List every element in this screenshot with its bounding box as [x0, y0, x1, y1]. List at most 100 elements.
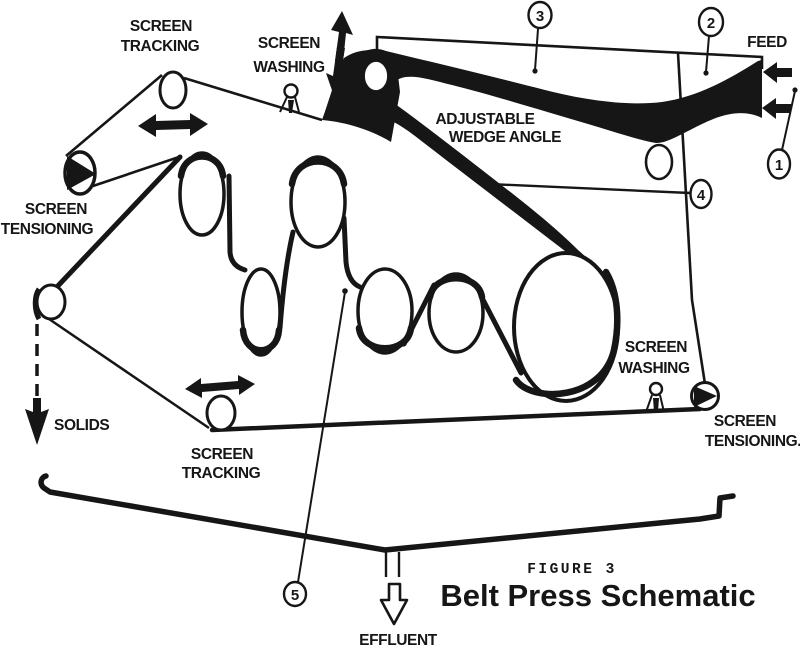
nozzle-head [283, 83, 299, 99]
press-roller-2 [240, 267, 282, 357]
callout-5-number: 5 [291, 587, 299, 604]
tracking-roller-bottom [205, 394, 237, 432]
label-feed: FEED [747, 34, 787, 51]
wrap-r5 [426, 275, 486, 301]
belt-run-r1-r2 [226, 173, 248, 273]
belt-run-r3-r4 [341, 215, 363, 290]
spray-nozzle-top-icon [279, 83, 300, 113]
down-arrow-icon [326, 47, 347, 102]
tensioning-cone-right [694, 386, 717, 407]
callout-2-number: 2 [707, 15, 715, 32]
feed-arrow-icon-1 [763, 62, 792, 83]
label-screen-tracking-top-1: SCREEN [130, 18, 192, 35]
wrap-r1 [177, 153, 227, 180]
callout-3-circle [527, 0, 553, 30]
arrows [25, 11, 792, 445]
effluent-spout [384, 551, 401, 577]
callout-3-dot [532, 68, 538, 74]
callout-1-dot [792, 87, 798, 93]
press-roller-5 [427, 272, 485, 354]
nozzle-stem [653, 398, 659, 412]
callout-2-dot [703, 70, 709, 76]
frame-lines [48, 35, 764, 430]
tracking-double-arrow-bottom-icon [185, 375, 255, 398]
wrap-r4 [355, 324, 415, 352]
callout-5-dot [342, 288, 348, 294]
label-screen-tracking-top-2: TRACKING [121, 38, 200, 55]
bottom-belt-line [209, 406, 703, 433]
callout-5: 5 [282, 288, 348, 608]
right-frame-line [676, 52, 707, 385]
callout-4: 4 [485, 178, 713, 210]
wedge-apex-roller [362, 59, 390, 93]
callouts: 1 2 3 4 5 [282, 0, 798, 608]
label-screen-tensioning-right-2: TENSIONING. [705, 433, 800, 450]
label-screen-tensioning-left-2: TENSIONING [1, 221, 94, 238]
sludge-gravity-zone [355, 48, 762, 143]
nozzle-stem [288, 100, 294, 113]
label-wedge-2: WEDGE ANGLE [449, 129, 561, 146]
label-screen-tensioning-right-1: SCREEN [714, 413, 776, 430]
up-arrow-icon [331, 11, 353, 62]
callout-1: 1 [766, 87, 798, 180]
spray-nozzle-right-icon [645, 381, 665, 413]
callout-4-circle [689, 178, 713, 210]
label-screen-tracking-bottom-2: TRACKING [182, 465, 261, 482]
callout-5-circle [282, 580, 308, 608]
upper-screen-line-right [183, 76, 323, 122]
press-roller-3 [289, 155, 347, 249]
tensioning-cone-left [67, 156, 96, 190]
callout-3-number: 3 [536, 8, 544, 25]
callout-1-leader [781, 90, 796, 151]
callout-2-leader [705, 35, 710, 73]
callout-4-dot [485, 180, 491, 186]
callout-2-circle [697, 6, 725, 38]
label-screen-tensioning-left-1: SCREEN [25, 201, 87, 218]
label-screen-tracking-bottom-1: SCREEN [191, 446, 253, 463]
sludge-wedge-zone [330, 74, 607, 283]
tensioner-to-roller-line [89, 155, 180, 189]
feed-zone-roller [644, 143, 674, 181]
callout-4-number: 4 [697, 187, 706, 204]
effluent-drip-pan [38, 473, 736, 626]
label-screen-washing-top-2: WASHING [253, 59, 325, 76]
callout-3-leader [534, 28, 539, 71]
belt-run-r5-r6 [476, 289, 524, 376]
lower-screen-return-line [48, 317, 210, 430]
label-solids: SOLIDS [54, 417, 109, 434]
label-wedge-1: ADJUSTABLE [435, 111, 534, 128]
nozzle-legs [645, 394, 665, 413]
figure-number: FIGURE 3 [527, 562, 617, 578]
washer-sprayers [279, 83, 665, 413]
nozzle-head [648, 381, 664, 397]
tracking-roller-top [158, 70, 188, 110]
tracking-double-arrow-top-icon [138, 113, 208, 137]
label-effluent: EFFLUENT [359, 632, 438, 649]
callout-4-leader [488, 182, 691, 195]
upper-screen-line-left [65, 74, 163, 157]
feed-arrow-icon-2 [762, 98, 791, 119]
callout-5-leader [297, 291, 346, 583]
belt-run-left-diagonal [51, 154, 183, 293]
nozzle-legs [279, 96, 300, 113]
diagram-labels: SCREEN TRACKING SCREEN WASHING FEED ADJU… [1, 18, 800, 649]
callout-1-circle [766, 148, 792, 180]
press-roller-1 [178, 151, 226, 237]
figure-caption: FIGURE 3 Belt Press Schematic [440, 562, 755, 613]
wrap-r2 [239, 326, 283, 354]
label-screen-washing-right-2: WASHING [618, 360, 690, 377]
label-screen-washing-top-1: SCREEN [258, 35, 320, 52]
callout-1-number: 1 [775, 157, 783, 174]
discharge-roller-left [35, 283, 67, 321]
solids-arrow-icon [25, 398, 49, 445]
press-roller-main [512, 251, 620, 403]
wrap-r3 [288, 158, 348, 188]
callout-3: 3 [527, 0, 553, 74]
effluent-arrow-icon [379, 582, 409, 626]
label-screen-washing-right-1: SCREEN [625, 339, 687, 356]
belt-wrap-accents [177, 153, 621, 398]
wrap-r6 [512, 268, 621, 398]
callout-2: 2 [697, 6, 725, 76]
press-rollers [32, 59, 720, 432]
